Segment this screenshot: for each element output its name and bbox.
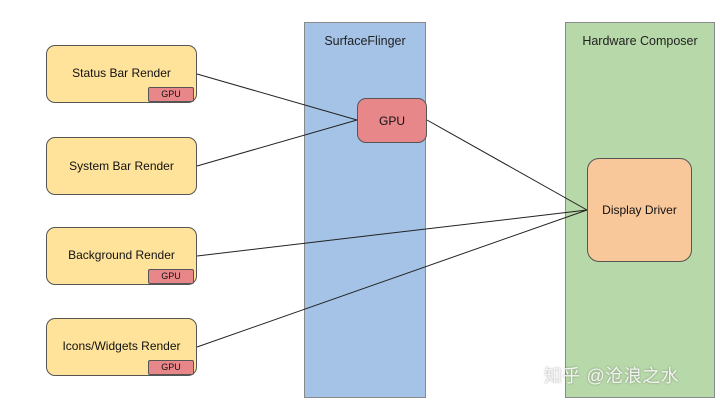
connector-icons-to-display <box>196 209 588 348</box>
gpu-label: GPU <box>378 113 405 128</box>
icons-widgets-render-label: Icons/Widgets Render <box>62 339 181 353</box>
display-driver-label: Display Driver <box>602 203 677 217</box>
status-bar-render-node: Status Bar Render GPU <box>46 45 197 103</box>
connector-background-to-display <box>196 209 588 257</box>
status-bar-gpu-badge: GPU <box>148 87 194 102</box>
connector-system-bar-to-gpu <box>196 119 358 167</box>
background-gpu-badge: GPU <box>148 269 194 284</box>
watermark: 知乎 @沧浪之水 <box>544 366 680 386</box>
system-bar-render-node: System Bar Render <box>46 137 197 195</box>
hardware-composer-title: Hardware Composer <box>582 34 698 48</box>
gpu-node: GPU <box>357 98 427 143</box>
display-driver-node: Display Driver <box>587 158 692 262</box>
surfaceflinger-title: SurfaceFlinger <box>324 34 406 48</box>
connector-status-bar-to-gpu <box>196 73 358 121</box>
icons-widgets-gpu-badge: GPU <box>148 360 194 375</box>
surfaceflinger-panel: SurfaceFlinger <box>304 22 426 398</box>
connector-gpu-to-display <box>426 119 588 211</box>
background-render-label: Background Render <box>68 248 175 262</box>
background-render-node: Background Render GPU <box>46 227 197 285</box>
icons-widgets-render-node: Icons/Widgets Render GPU <box>46 318 197 376</box>
status-bar-render-label: Status Bar Render <box>72 66 171 80</box>
system-bar-render-label: System Bar Render <box>69 159 174 173</box>
